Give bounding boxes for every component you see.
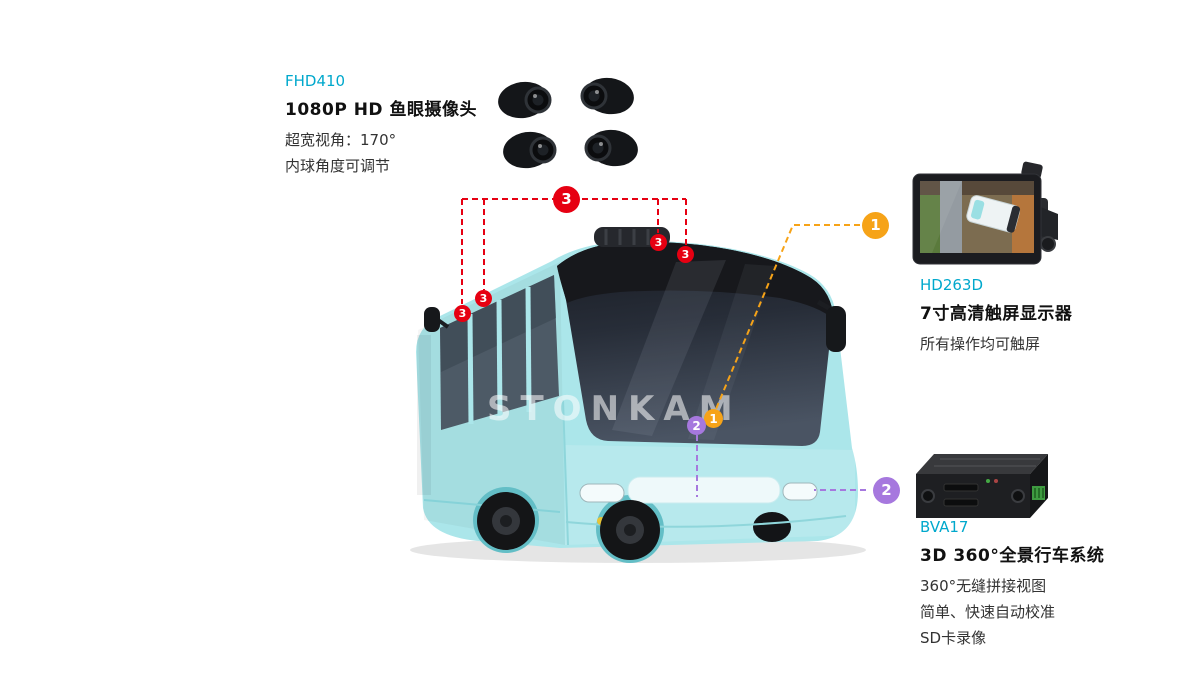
fisheye-camera-spec-2: 内球角度可调节 bbox=[285, 157, 391, 175]
surround-view-title: 3D 360°全景行车系统 bbox=[920, 546, 1105, 566]
bus-illustration: STONKAM bbox=[410, 227, 866, 563]
fisheye-cameras-image bbox=[498, 77, 638, 169]
surround-view-info: BVA17 3D 360°全景行车系统 360°无缝拼接视图 简单、快速自动校准… bbox=[920, 518, 1160, 651]
touch-monitor-info: HD263D 7寸高清触屏显示器 所有操作均可触屏 bbox=[920, 276, 1160, 357]
touch-monitor-title: 7寸高清触屏显示器 bbox=[920, 304, 1073, 324]
marker-3-cam-2: 3 bbox=[475, 290, 492, 307]
marker-1-main: 1 bbox=[862, 212, 889, 239]
marker-1-point: 1 bbox=[704, 409, 723, 428]
fisheye-camera-spec-1: 超宽视角：170° bbox=[285, 131, 397, 149]
marker-2-main: 2 bbox=[873, 477, 900, 504]
dvr-image bbox=[916, 454, 1048, 518]
leader-line-dvr bbox=[696, 435, 866, 497]
marker-3-cam-3: 3 bbox=[650, 234, 667, 251]
marker-3-cam-4: 3 bbox=[677, 246, 694, 263]
fisheye-camera-title: 1080P HD 鱼眼摄像头 bbox=[285, 100, 477, 120]
marker-3-main: 3 bbox=[553, 186, 580, 213]
touch-monitor-spec-1: 所有操作均可触屏 bbox=[920, 335, 1041, 353]
marker-3-cam-1: 3 bbox=[454, 305, 471, 322]
monitor-image bbox=[912, 161, 1058, 265]
surround-view-model: BVA17 bbox=[920, 518, 969, 536]
surround-view-spec-2: 简单、快速自动校准 bbox=[920, 603, 1056, 621]
bus-mirrors bbox=[424, 299, 846, 352]
marker-2-point: 2 bbox=[687, 416, 706, 435]
surround-view-spec-3: SD卡录像 bbox=[920, 629, 987, 647]
touch-monitor-model: HD263D bbox=[920, 276, 984, 294]
leader-line-monitor bbox=[715, 224, 860, 410]
fisheye-camera-model: FHD410 bbox=[285, 72, 346, 90]
bus-wheels bbox=[477, 492, 660, 560]
surround-view-spec-1: 360°无缝拼接视图 bbox=[920, 577, 1047, 595]
fisheye-camera-info: FHD410 1080P HD 鱼眼摄像头 超宽视角：170° 内球角度可调节 bbox=[285, 72, 525, 179]
